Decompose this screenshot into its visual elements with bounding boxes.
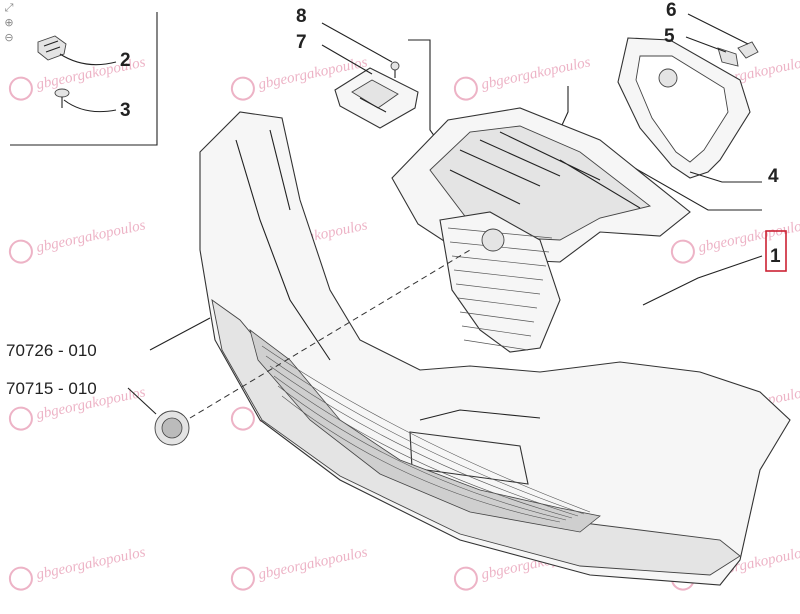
- reference-70715-010: 70715 - 010: [6, 379, 97, 398]
- zoom-out-icon[interactable]: ⊖: [4, 31, 14, 44]
- watermark-logo-icon: [670, 239, 695, 264]
- watermark-logo-icon: [8, 76, 33, 101]
- watermark: gbgeorgakopoulos: [8, 544, 147, 591]
- callout-1: 1: [770, 246, 781, 267]
- bracket-plate-part-7: [334, 67, 419, 129]
- watermark: gbgeorgakopoulos: [8, 217, 147, 264]
- lower-grille-mesh-line: [273, 375, 573, 519]
- clip-part-2: [37, 35, 67, 61]
- watermark: gbgeorgakopoulos: [230, 544, 369, 591]
- screw-part-3: [54, 88, 70, 108]
- callout-7: 7: [296, 32, 307, 53]
- emblem-badge: [154, 410, 190, 446]
- watermark-logo-icon: [8, 406, 33, 431]
- watermark-text: gbgeorgakopoulos: [35, 544, 147, 583]
- watermark-logo-icon: [453, 76, 478, 101]
- leader-3: [63, 99, 117, 113]
- watermark-logo-icon: [230, 566, 255, 591]
- watermark-text: gbgeorgakopoulos: [480, 54, 592, 93]
- leader-70715: [127, 387, 157, 415]
- watermark-logo-icon: [8, 566, 33, 591]
- lower-grille-mesh-line: [277, 385, 567, 521]
- watermark-logo-icon: [230, 76, 255, 101]
- emblem-dash-line: [189, 249, 471, 419]
- leader-2: [59, 53, 117, 66]
- grille-mesh-line: [459, 311, 535, 323]
- watermark-logo-icon: [453, 566, 478, 591]
- watermark-logo-icon: [230, 406, 255, 431]
- callout-2: 2: [120, 50, 131, 71]
- leader-70726: [149, 317, 211, 351]
- leader-5: [685, 36, 727, 53]
- callout-5: 5: [664, 26, 675, 47]
- front-bumper-part-1: [199, 111, 791, 586]
- callout-8: 8: [296, 6, 307, 27]
- grille-mesh-line: [455, 283, 541, 295]
- leader-4: [689, 171, 762, 183]
- lower-grille-mesh-line: [281, 395, 561, 523]
- leader-8: [321, 22, 393, 63]
- grille-mesh-line: [463, 339, 529, 351]
- lower-grille-mesh-line: [261, 345, 591, 513]
- grille-mesh-line: [453, 269, 544, 281]
- callout-1-highlight-box: [765, 230, 787, 272]
- grille-bezel-part-4: [617, 37, 751, 179]
- screw-part-8: [390, 61, 400, 78]
- callout-3: 3: [120, 100, 131, 121]
- clip-part-6: [737, 41, 759, 59]
- central-grille: [439, 211, 561, 353]
- reference-70726-010: 70726 - 010: [6, 341, 97, 360]
- watermark-text: gbgeorgakopoulos: [697, 217, 800, 256]
- watermark: gbgeorgakopoulos: [453, 54, 592, 101]
- leader-7: [321, 44, 373, 75]
- watermark-text: gbgeorgakopoulos: [35, 217, 147, 256]
- grille-mesh-line: [461, 325, 532, 337]
- watermark-text: gbgeorgakopoulos: [257, 544, 369, 583]
- callout-6: 6: [666, 0, 677, 21]
- leader-1: [642, 255, 763, 306]
- fit-icon[interactable]: ⤢: [4, 1, 14, 14]
- lower-grille-mesh-line: [269, 365, 579, 517]
- grille-mesh-line: [451, 255, 547, 267]
- lower-grille-mesh-line: [265, 355, 585, 515]
- callout-4: 4: [768, 166, 779, 187]
- inset-frame: [10, 12, 158, 146]
- leader-6: [687, 13, 749, 45]
- grille-mesh-line: [457, 297, 538, 309]
- watermark-logo-icon: [8, 239, 33, 264]
- clip-part-5: [717, 47, 739, 67]
- zoom-in-icon[interactable]: ⊕: [4, 16, 14, 29]
